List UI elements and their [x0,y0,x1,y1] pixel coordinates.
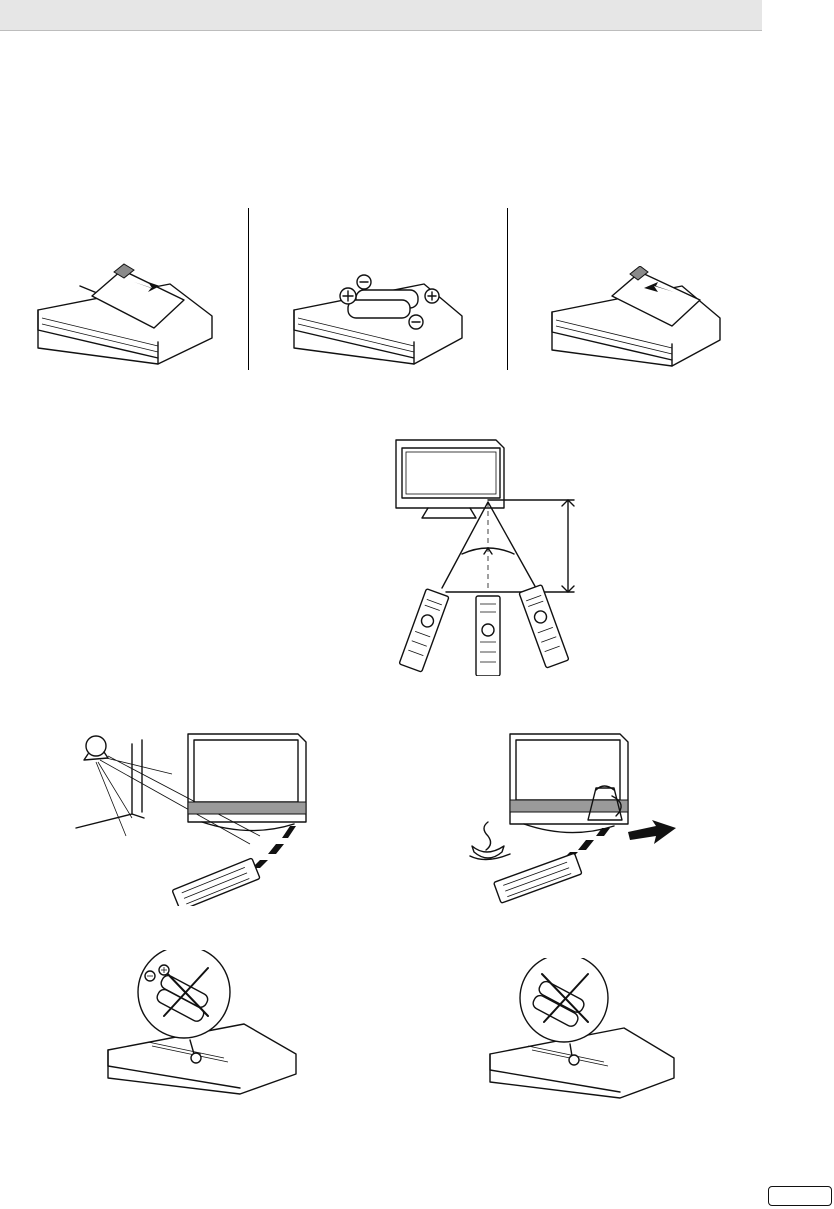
avoid-steam-heat-illustration [466,732,681,906]
page-number-tab [768,1186,832,1206]
do-not-mix-batteries-illustration [104,950,304,1100]
remove-used-batteries-illustration [486,958,682,1102]
remote-open-battery-cover-illustration [30,262,220,374]
header-rule [0,30,762,31]
remote-close-battery-cover-illustration [548,266,728,374]
insert-batteries-illustration [290,262,470,374]
step-divider-1 [248,208,249,370]
step-divider-2 [507,208,508,370]
remote-operating-angle-diagram [386,434,582,676]
header-bar [0,0,762,30]
avoid-direct-sunlight-illustration [70,726,315,906]
